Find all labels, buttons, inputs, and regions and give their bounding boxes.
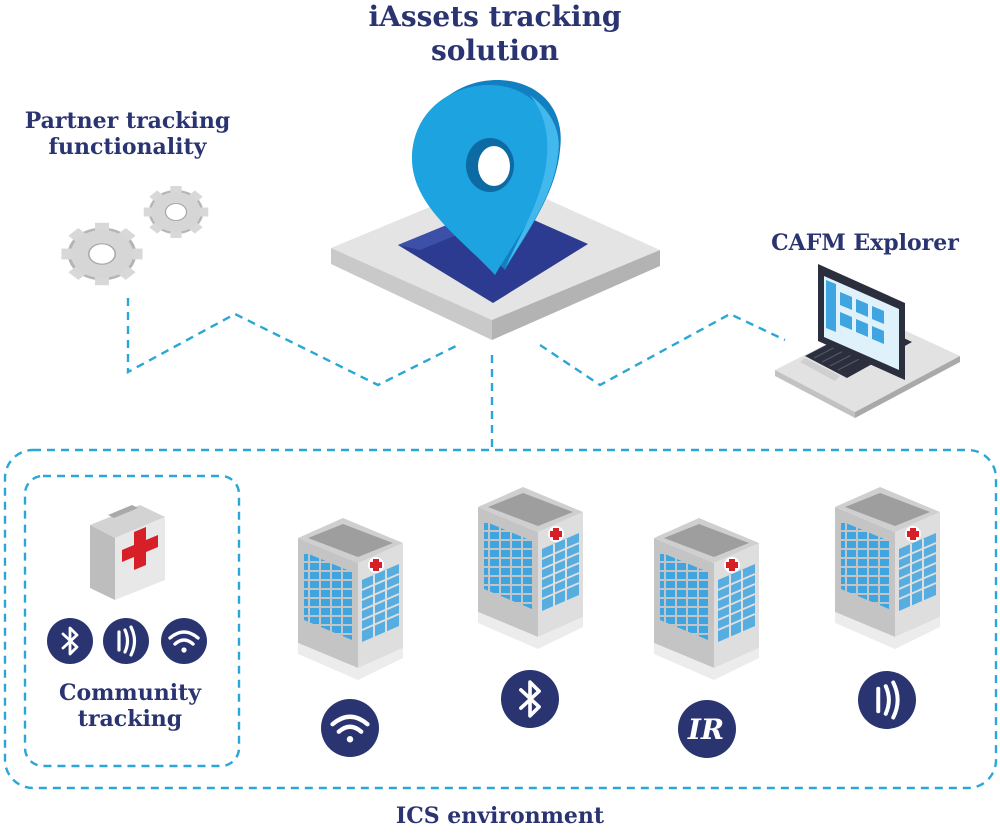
building-nfc-icon bbox=[858, 671, 916, 729]
community-line-1: Community bbox=[58, 680, 202, 706]
hospital-building-4 bbox=[834, 486, 941, 650]
building-ir-icon: IR bbox=[678, 700, 736, 758]
partner-line-2: functionality bbox=[48, 134, 207, 161]
building-wifi-icon bbox=[321, 699, 379, 757]
ics-environment-boundary bbox=[3, 448, 998, 790]
community-wifi-icon bbox=[161, 618, 207, 664]
ics-environment-label: ICS environment bbox=[395, 803, 605, 829]
cafm-connection-line bbox=[539, 312, 786, 387]
community-tracking-boundary bbox=[23, 474, 241, 768]
partner-connection-line bbox=[126, 298, 459, 387]
partner-line-1: Partner tracking bbox=[24, 108, 231, 134]
iassets-platform-icon bbox=[331, 80, 660, 340]
hospital-building-2 bbox=[477, 486, 584, 650]
community-bluetooth-icon bbox=[47, 618, 93, 664]
hospital-building-1 bbox=[297, 517, 404, 681]
ir-icon-text: IR bbox=[687, 713, 724, 746]
cafm-explorer-label: CAFM Explorer bbox=[771, 230, 959, 256]
hospital-building-3 bbox=[653, 517, 760, 681]
community-line-2: tracking bbox=[77, 706, 183, 733]
building-bluetooth-icon bbox=[501, 670, 559, 728]
first-aid-kit-icon bbox=[90, 505, 165, 600]
title-line-1: iAssets tracking bbox=[368, 0, 622, 33]
community-tracking-label: Community tracking bbox=[35, 680, 225, 733]
connection-lines bbox=[126, 298, 786, 448]
location-pin-icon bbox=[411, 80, 561, 275]
title-line-2: solution bbox=[430, 33, 560, 67]
gears-icon bbox=[61, 186, 209, 286]
community-nfc-icon bbox=[103, 618, 149, 664]
laptop-icon bbox=[775, 264, 960, 418]
diagram-title: iAssets tracking solution bbox=[340, 0, 650, 67]
partner-tracking-label: Partner tracking functionality bbox=[10, 108, 245, 161]
